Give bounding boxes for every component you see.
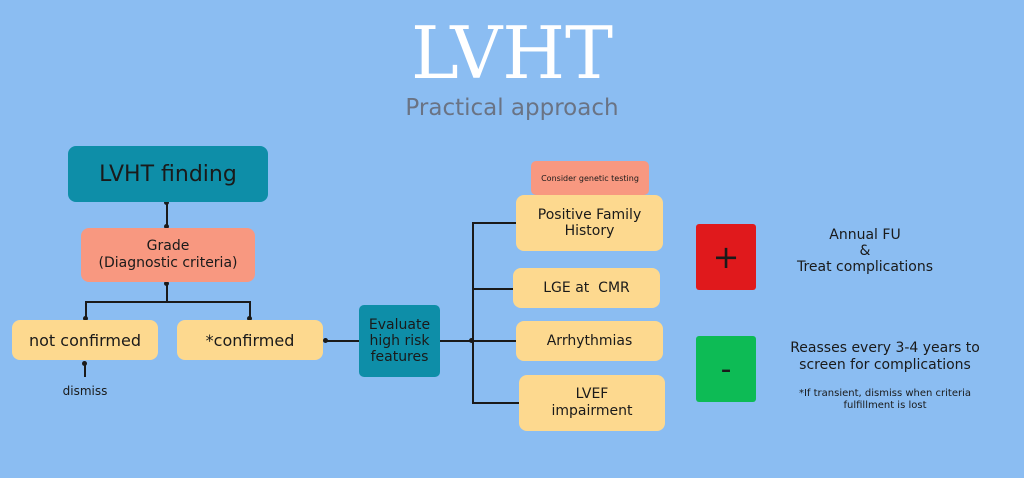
- not-confirmed-box: not confirmed: [12, 320, 158, 360]
- grade-label: Grade (Diagnostic criteria): [98, 238, 238, 271]
- lvht-finding-box: LVHT finding: [68, 146, 268, 202]
- family-history-label: Positive Family History: [537, 207, 642, 239]
- not-confirmed-label: not confirmed: [29, 330, 141, 350]
- plus-icon: +: [712, 238, 740, 276]
- page-subtitle: Practical approach: [405, 95, 619, 121]
- lvef-box: LVEF impairment: [519, 375, 665, 431]
- genetic-testing-label: Consider genetic testing: [541, 173, 639, 183]
- family-history-box: Positive Family History: [516, 195, 663, 251]
- minus-icon: -: [720, 351, 732, 387]
- minus-box: -: [696, 336, 756, 402]
- plus-box: +: [696, 224, 756, 290]
- arrhythmias-box: Arrhythmias: [516, 321, 663, 361]
- minus-outcome-note: *If transient, dismiss when criteria ful…: [798, 388, 972, 411]
- grade-box: Grade (Diagnostic criteria): [81, 228, 255, 282]
- confirmed-label: *confirmed: [205, 330, 295, 350]
- plus-outcome-text: Annual FU & Treat complications: [796, 227, 934, 275]
- minus-outcome-text: Reasses every 3-4 years to screen for co…: [790, 340, 980, 373]
- dismiss-label: dismiss: [62, 384, 108, 398]
- lge-box: LGE at CMR: [513, 268, 660, 308]
- lvef-label: LVEF impairment: [551, 386, 633, 419]
- arrhythmias-label: Arrhythmias: [546, 333, 633, 349]
- lvht-finding-label: LVHT finding: [99, 161, 237, 187]
- genetic-testing-box: Consider genetic testing: [531, 161, 649, 195]
- evaluate-label: Evaluate high risk features: [368, 317, 431, 365]
- page-title: LVHT: [410, 11, 614, 95]
- lge-label: LGE at CMR: [543, 280, 630, 296]
- confirmed-box: *confirmed: [177, 320, 323, 360]
- evaluate-box: Evaluate high risk features: [359, 305, 440, 377]
